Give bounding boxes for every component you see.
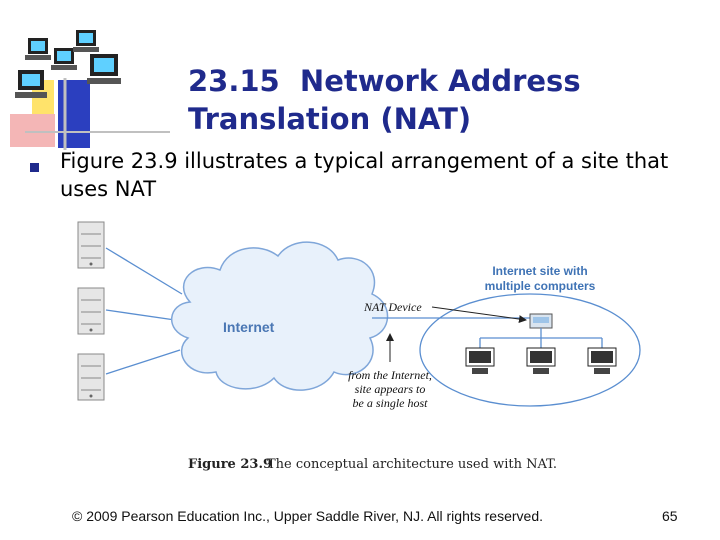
note-line-1: from the Internet, [348,368,432,382]
note-line-3: be a single host [353,396,429,410]
copyright-footer: © 2009 Pearson Education Inc., Upper Sad… [72,508,544,524]
link-line [105,349,181,375]
title-line-2: Translation (NAT) [188,102,472,136]
server-icon [77,221,105,269]
note-line-2: site appears to [355,382,426,396]
computer-icon [73,30,99,52]
logo-pink-square [10,114,55,147]
site-label-line-2: multiple computers [485,279,596,293]
computer-icon [15,70,47,98]
computer-icon [526,347,556,374]
computer-icon [51,48,77,70]
nat-device-label: NAT Device [363,300,422,314]
computer-icon [465,347,495,374]
server-icon [77,353,105,401]
nat-pointer-arrow [431,306,527,324]
internet-cloud [170,241,389,391]
network-logo-icon [10,30,170,150]
logo-blue-bar [58,80,90,148]
bullet-text: Figure 23.9 illustrates a typical arrang… [60,149,669,201]
title-line-1: 23.15 Network Address [188,64,581,98]
nat-diagram: Internet Internet site with multiple com… [77,221,641,410]
site-label-line-1: Internet site with [492,264,587,278]
internet-label: Internet [223,319,275,335]
server-icon [77,287,105,335]
link-line [105,247,183,295]
computer-icon [25,38,51,60]
site-boundary [419,293,641,407]
figure-caption-text: The conceptual architecture used with NA… [267,457,558,472]
nat-device-icon [529,313,553,329]
computer-icon [87,54,121,84]
figure-caption-label: Figure 23.9 [188,457,273,472]
page-number: 65 [662,508,678,524]
slide-title: 23.15 Network Address Translation (NAT) [188,62,688,138]
bullet-icon [30,163,39,172]
logo-yellow-square [32,80,54,125]
computer-icon [587,347,617,374]
link-line [105,309,176,321]
